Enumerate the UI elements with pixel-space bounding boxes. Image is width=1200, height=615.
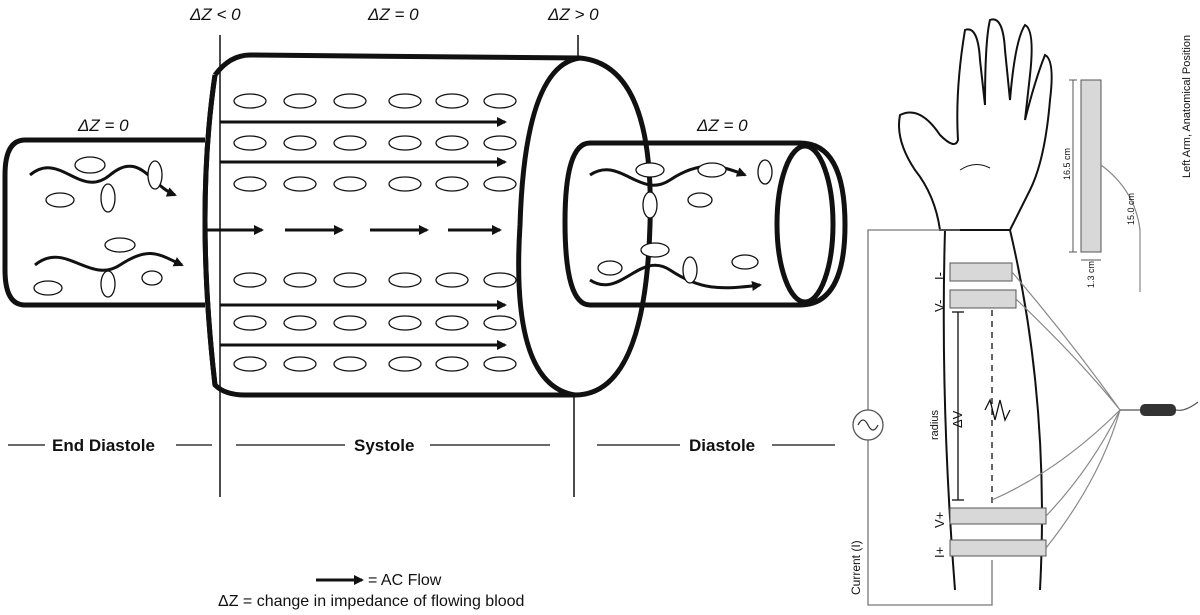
red-blood-cell [388, 135, 422, 151]
red-blood-cell [483, 272, 517, 288]
red-blood-cell [233, 356, 267, 372]
red-blood-cell [333, 272, 367, 288]
red-blood-cell [333, 356, 367, 372]
red-blood-cell [483, 93, 517, 109]
red-blood-cell [435, 272, 469, 288]
red-blood-cell [283, 356, 317, 372]
label-v-minus: V- [932, 300, 947, 312]
red-blood-cell [435, 356, 469, 372]
red-blood-cell [388, 93, 422, 109]
red-blood-cell [388, 315, 422, 331]
red-blood-cell [388, 272, 422, 288]
delta-z-systole-start: ΔZ < 0 [189, 5, 241, 24]
red-blood-cell [333, 93, 367, 109]
right-vessel [562, 140, 848, 308]
left-vessel [2, 137, 205, 308]
red-blood-cell [483, 356, 517, 372]
phase-systole: Systole [354, 436, 414, 455]
red-blood-cell [435, 176, 469, 192]
phase-dividers [219, 35, 579, 497]
phase-labels: End Diastole Systole Diastole [8, 436, 835, 455]
red-blood-cell [283, 315, 317, 331]
arm-illustration [852, 18, 1199, 606]
red-blood-cell [233, 93, 267, 109]
current-label: Current (I) [849, 540, 863, 595]
red-blood-cell [333, 135, 367, 151]
red-blood-cell [233, 272, 267, 288]
arm-title: Left Arm, Anatomical Position [1181, 35, 1193, 178]
phase-diastole: Diastole [689, 436, 755, 455]
label-electrode-length: 16.5 cm [1062, 148, 1072, 180]
red-blood-cell [483, 135, 517, 151]
label-delta-v: ΔV [950, 410, 965, 428]
systole-flow [205, 93, 517, 372]
red-blood-cell [388, 356, 422, 372]
red-blood-cell [233, 135, 267, 151]
legend: = AC Flow ΔZ = change in impedance of fl… [218, 572, 524, 610]
phase-end-diastole: End Diastole [52, 436, 155, 455]
delta-z-left-vessel: ΔZ = 0 [77, 116, 129, 135]
legend-ac-flow: = AC Flow [368, 572, 442, 589]
label-radius: radius [929, 410, 941, 440]
red-blood-cell [435, 135, 469, 151]
label-i-minus: I- [932, 272, 947, 280]
red-blood-cell [283, 93, 317, 109]
red-blood-cell [435, 93, 469, 109]
legend-delta-z: ΔZ = change in impedance of flowing bloo… [218, 593, 524, 610]
label-electrode-width: 1.3 cm [1086, 261, 1096, 288]
red-blood-cell [388, 176, 422, 192]
label-v-plus: V+ [932, 512, 947, 528]
red-blood-cell [483, 315, 517, 331]
label-i-plus: I+ [932, 547, 947, 558]
delta-z-systole-mid: ΔZ = 0 [367, 5, 419, 24]
delta-z-right-vessel: ΔZ = 0 [696, 116, 748, 135]
red-blood-cell [283, 135, 317, 151]
red-blood-cell [283, 272, 317, 288]
red-blood-cell [283, 176, 317, 192]
red-blood-cell [333, 176, 367, 192]
red-blood-cell [233, 176, 267, 192]
red-blood-cell [333, 315, 367, 331]
delta-z-systole-end: ΔZ > 0 [547, 5, 599, 24]
red-blood-cell [233, 315, 267, 331]
red-blood-cell [435, 315, 469, 331]
label-lead-length: 15.0 cm [1126, 193, 1136, 225]
red-blood-cell [483, 176, 517, 192]
